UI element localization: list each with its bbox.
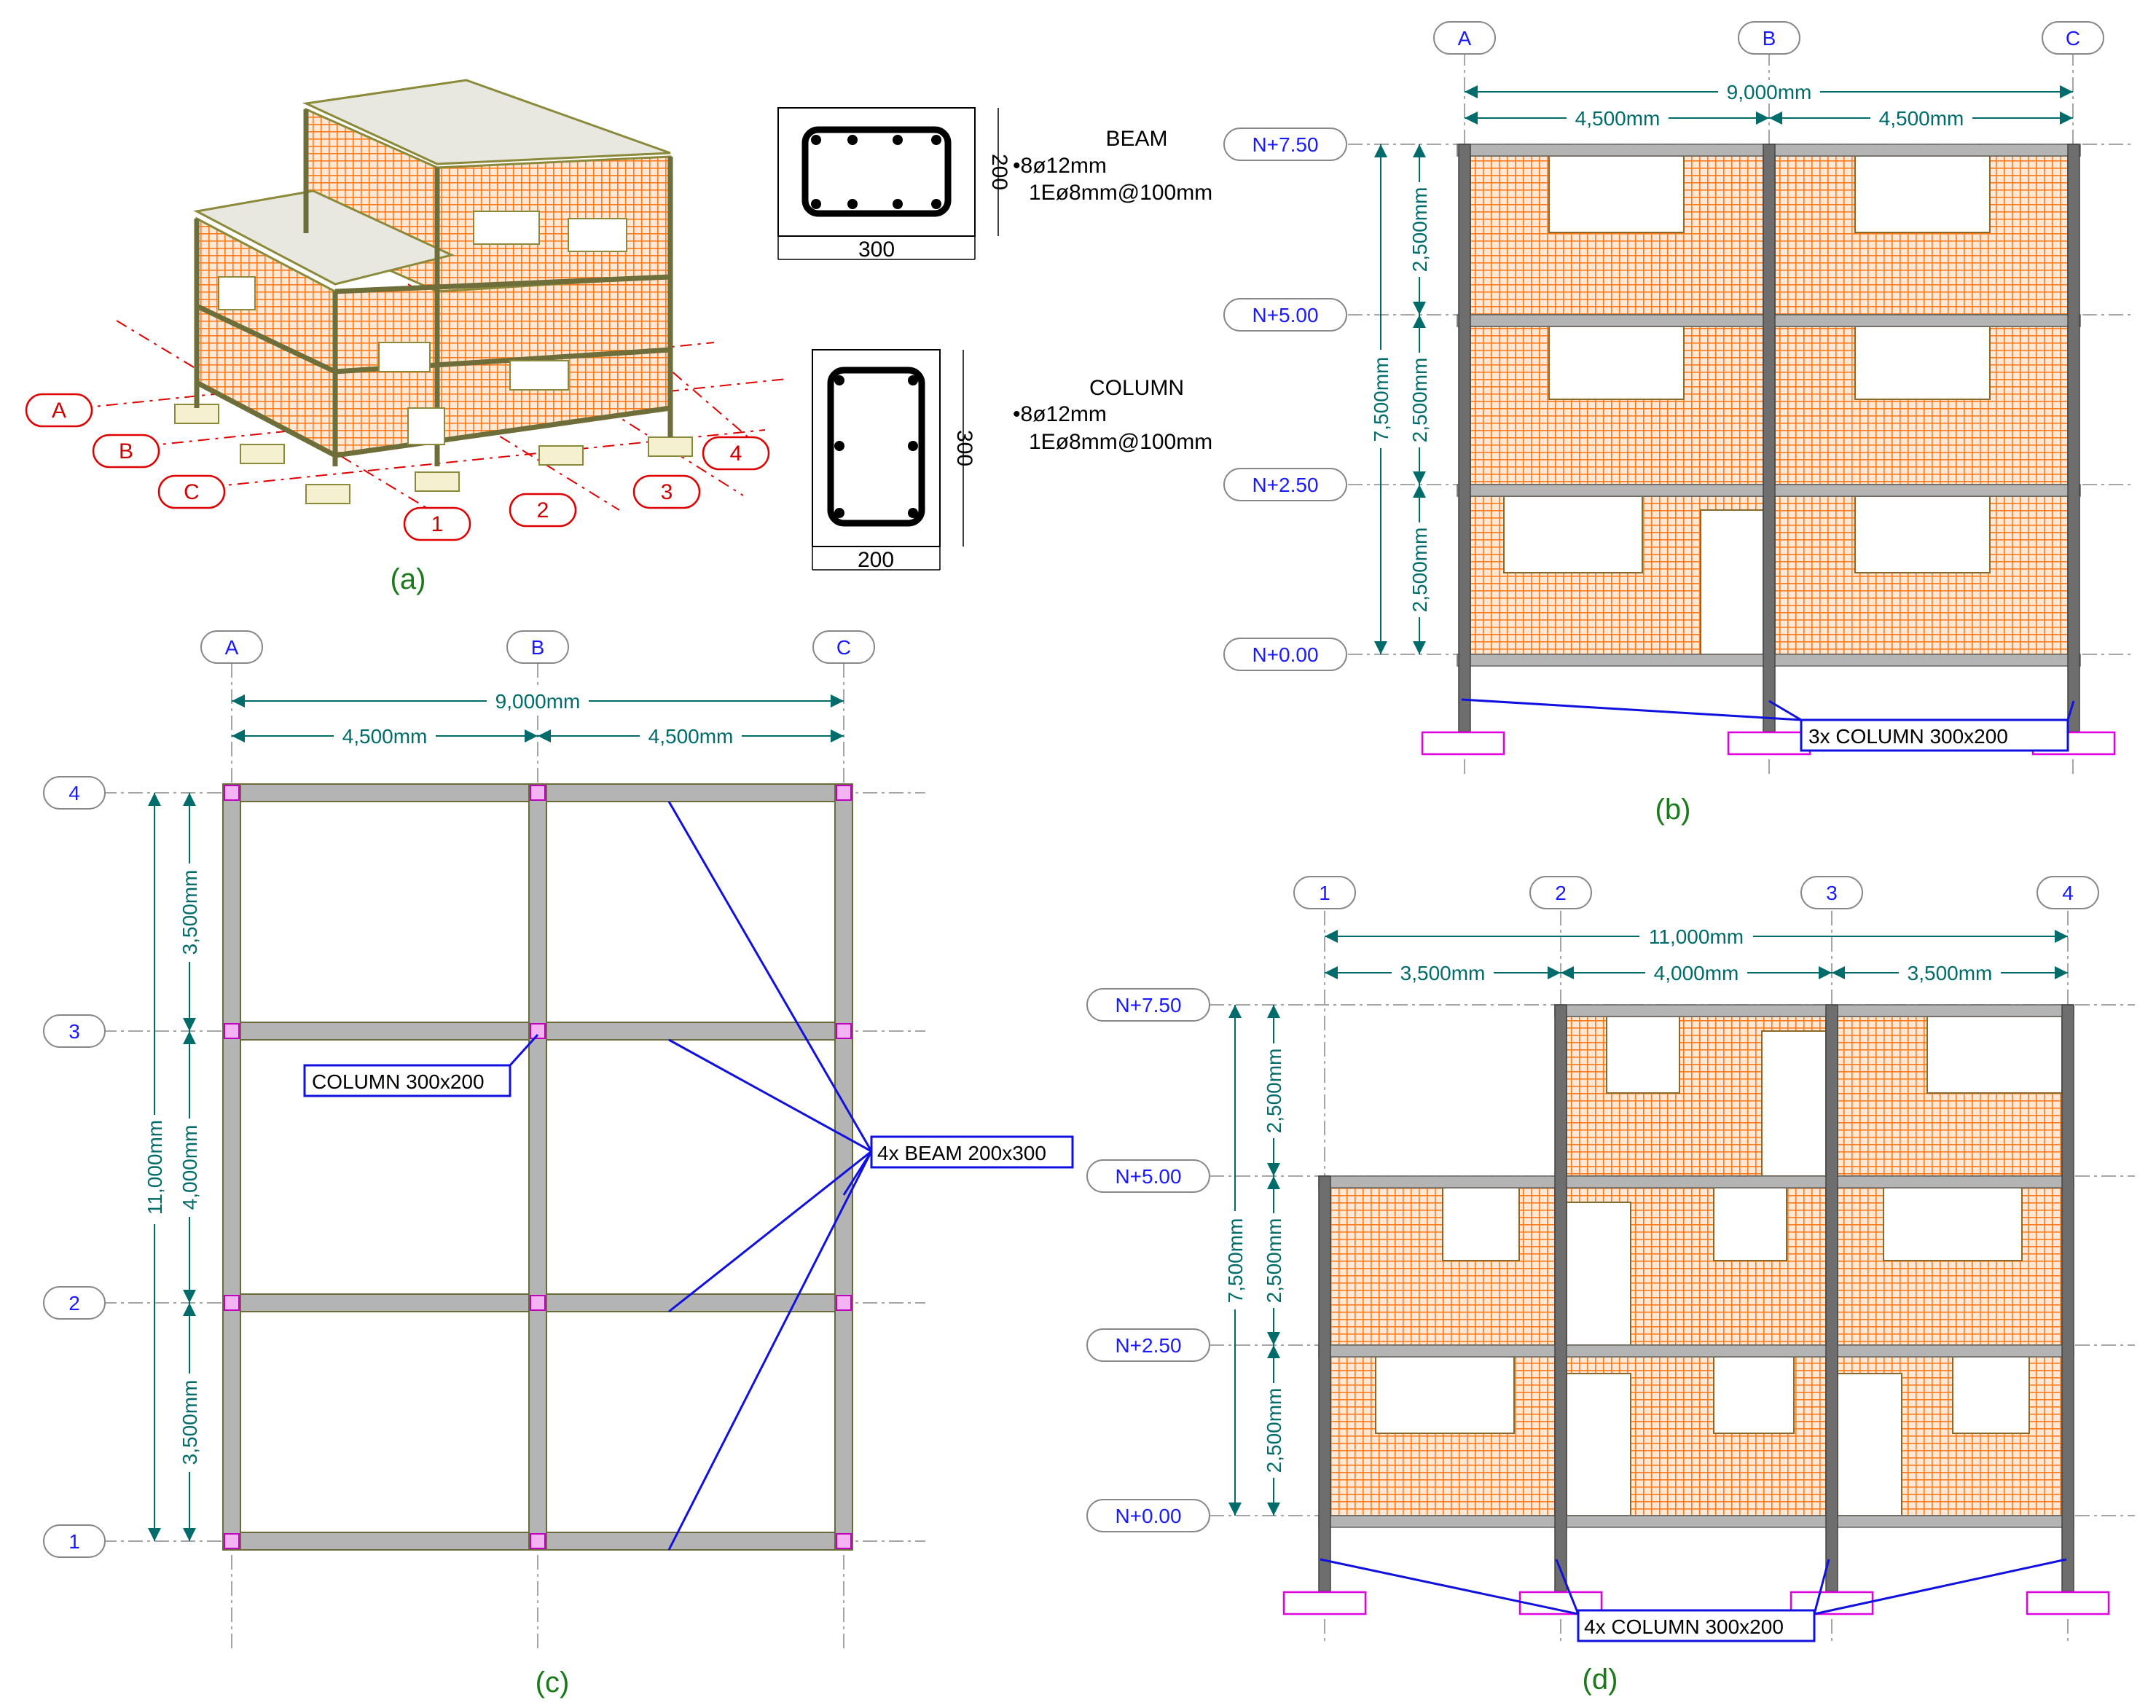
elev-d-axis-2: 2 (1555, 882, 1567, 904)
plan-span-x-1: 4,500mm (342, 725, 428, 748)
elev-d-axis-3: 3 (1826, 882, 1838, 904)
svg-text:2: 2 (537, 498, 549, 522)
elev-d-span-3: 3,500mm (1908, 962, 1993, 984)
caption-c: (c) (536, 1666, 570, 1699)
svg-text:4: 4 (730, 442, 742, 466)
beam-title: BEAM (1105, 127, 1167, 151)
beam-width-label: 300 (858, 238, 895, 262)
plan-span-y-1: 3,500mm (179, 870, 201, 955)
column-bars: •8ø12mm (1013, 402, 1107, 426)
elev-d-level-250: N+2.50 (1115, 1334, 1181, 1357)
elev-b-level-000: N+0.00 (1252, 643, 1318, 666)
plan-axis-4: 4 (68, 782, 80, 804)
svg-text:1: 1 (431, 512, 444, 536)
beam-rebars (811, 135, 941, 209)
elev-d-story-3: 2,500mm (1263, 1049, 1285, 1134)
elev-b-span-1: 4,500mm (1575, 107, 1661, 130)
elev-d-column-tag: 4x COLUMN 300x200 (1584, 1615, 1784, 1638)
elev-d-total: 11,000mm (1649, 925, 1744, 948)
plan-span-y-3: 3,500mm (179, 1380, 201, 1465)
column-section: 200 300 COLUMN •8ø12mm 1Eø8mm@100mm (812, 349, 1212, 572)
column-stirrups: 1Eø8mm@100mm (1029, 430, 1212, 454)
elev-b-level-750: N+7.50 (1252, 133, 1318, 156)
elev-b-span-2: 4,500mm (1879, 107, 1964, 130)
iso-bubble-c: C (157, 474, 226, 509)
iso-building (193, 79, 673, 466)
plan-total-y: 11,000mm (144, 1120, 166, 1215)
svg-text:B: B (119, 439, 133, 463)
elev-d-span-2: 4,000mm (1654, 962, 1739, 984)
elev-d-height-total: 7,500mm (1224, 1218, 1247, 1304)
elev-d-span-1: 3,500mm (1400, 962, 1486, 984)
plan-axis-c: C (836, 636, 851, 659)
beam-section: 300 200 BEAM •8ø12mm 1Eø8mm@100mm (777, 107, 1212, 262)
beam-stirrups: 1Eø8mm@100mm (1029, 181, 1212, 205)
svg-text:3: 3 (661, 480, 673, 504)
elev-b-axis-c: C (2066, 27, 2080, 50)
caption-a: (a) (391, 563, 426, 595)
column-width-label: 200 (858, 548, 894, 572)
plan-total-x: 9,000mm (495, 690, 581, 713)
iso-bubble-3: 3 (632, 474, 701, 509)
column-title: COLUMN (1089, 376, 1184, 400)
iso-bubble-1: 1 (403, 506, 471, 541)
caption-b: (b) (1655, 794, 1691, 826)
elev-d-story-1: 2,500mm (1263, 1388, 1285, 1473)
beam-height-label: 200 (987, 154, 1011, 190)
elev-b-story-2: 2,500mm (1408, 358, 1431, 443)
elev-d-axis-4: 4 (2062, 882, 2074, 904)
iso-grid-bubbles: A B C 1 2 3 4 (25, 393, 770, 541)
plan-beam-tag: 4x BEAM 200x300 (877, 1142, 1046, 1164)
elev-b-level-250: N+2.50 (1252, 474, 1318, 496)
elev-b-level-500: N+5.00 (1252, 304, 1318, 326)
plan-c: A B C 4 3 2 1 9,000mm 4,500mm 4,500mm 11… (43, 630, 1074, 1699)
elev-b-axis-a: A (1458, 27, 1472, 50)
plan-axis-b: B (531, 636, 545, 659)
plan-axis-2: 2 (68, 1292, 80, 1315)
elev-b-story-3: 2,500mm (1408, 187, 1431, 273)
iso-bubble-2: 2 (509, 493, 577, 528)
elev-b-story-1: 2,500mm (1408, 528, 1431, 613)
plan-axis-3: 3 (68, 1020, 80, 1043)
elev-b-column-tag: 3x COLUMN 300x200 (1808, 725, 2008, 748)
elevation-b: A B C 9,000mm 4,500mm 4,500mm N+7.50 N+5… (1223, 21, 2135, 826)
isometric-view: A B C 1 2 3 4 (25, 79, 788, 595)
plan-axis-1: 1 (68, 1530, 80, 1553)
plan-beams (222, 783, 853, 1551)
iso-bubble-a: A (25, 393, 93, 428)
plan-axis-a: A (225, 636, 239, 659)
plan-span-y-2: 4,000mm (179, 1125, 201, 1210)
iso-bubble-4: 4 (702, 436, 770, 471)
elev-d-axis-1: 1 (1319, 882, 1330, 904)
elevation-d: 1 2 3 4 11,000mm 3,500mm 4,000mm 3,500mm… (1086, 876, 2135, 1696)
plan-column-tag: COLUMN 300x200 (312, 1070, 485, 1093)
elev-d-story-2: 2,500mm (1263, 1218, 1285, 1304)
beam-bars: •8ø12mm (1013, 154, 1107, 178)
elev-b-axis-b: B (1763, 27, 1776, 50)
column-rebars (834, 375, 918, 518)
svg-text:A: A (52, 399, 66, 423)
elev-d-level-750: N+7.50 (1115, 994, 1181, 1016)
elev-b-height-total: 7,500mm (1370, 357, 1392, 442)
plan-span-x-2: 4,500mm (648, 725, 734, 748)
elev-b-total: 9,000mm (1727, 81, 1812, 103)
iso-bubble-b: B (92, 434, 160, 469)
caption-d: (d) (1583, 1664, 1618, 1696)
iso-footings (174, 404, 693, 504)
elev-d-level-500: N+5.00 (1115, 1165, 1181, 1188)
elev-d-level-000: N+0.00 (1115, 1505, 1181, 1527)
svg-text:C: C (184, 480, 200, 504)
plan-columns (224, 785, 852, 1549)
column-height-label: 300 (952, 430, 976, 466)
